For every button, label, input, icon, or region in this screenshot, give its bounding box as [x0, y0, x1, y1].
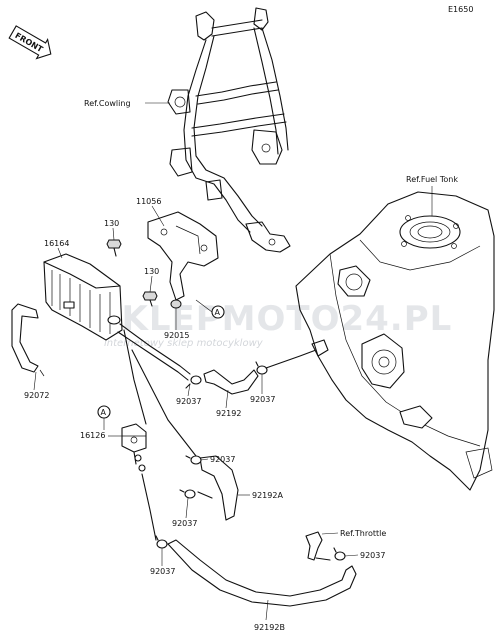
label-130-top: 130 [104, 219, 119, 228]
label-92192B: 92192B [254, 623, 285, 632]
hose-92192B [167, 539, 357, 607]
label-92037-e: 92037 [150, 567, 175, 576]
label-92037-d: 92037 [172, 519, 197, 528]
label-92192A: 92192A [252, 491, 283, 500]
clamp-92037-d [179, 489, 196, 499]
hose-92192 [203, 369, 259, 395]
bracket-11056 [147, 211, 219, 301]
label-11056: 11056 [136, 197, 161, 206]
clamp-92037-e [155, 535, 168, 549]
watermark-tagline: internetowy sklep motocyklowy [104, 338, 264, 349]
callout-a-valve-letter: A [101, 408, 107, 417]
label-92037-c: 92037 [210, 455, 235, 464]
bolt-130-bottom [142, 291, 158, 307]
collar-92015 [170, 299, 182, 309]
watermark: SKLEPMOTO24.PL internetowy sklep motocyk… [96, 299, 452, 349]
label-92037-b: 92037 [250, 395, 275, 404]
frame-bracket [167, 7, 291, 253]
diagram-id: E1650 [448, 5, 473, 14]
label-92072: 92072 [24, 391, 49, 400]
label-92192: 92192 [216, 409, 241, 418]
throttle-fitting [305, 531, 331, 561]
canister-16164 [43, 253, 123, 341]
label-92015: 92015 [164, 331, 189, 340]
callout-a-valve: A [97, 405, 111, 430]
callout-a-top-letter: A [215, 308, 221, 317]
clamp-92037-b [255, 361, 268, 375]
label-16126: 16126 [80, 431, 105, 440]
bolt-130-top [106, 239, 122, 257]
label-92037-a: 92037 [176, 397, 201, 406]
ref-fuel-tank: Ref.Fuel Tonk [406, 175, 458, 184]
ref-cowling: Ref.Cowling [84, 99, 131, 108]
clamp-92037-f [333, 547, 346, 561]
label-16164: 16164 [44, 239, 69, 248]
clamp-92037-a [185, 375, 202, 389]
fuel-tank [295, 191, 495, 491]
hose-92192A [131, 349, 239, 521]
clamp-92037-c [185, 455, 202, 465]
front-arrow-icon: FRONT [8, 25, 52, 60]
valve-16126 [121, 423, 147, 472]
ref-throttle: Ref.Throttle [340, 529, 386, 538]
watermark-brand: SKLEPMOTO24.PL [96, 299, 452, 339]
label-92037-f: 92037 [360, 551, 385, 560]
callout-a-top: A [195, 299, 225, 319]
strap-92072 [11, 303, 45, 377]
label-130-bottom: 130 [144, 267, 159, 276]
